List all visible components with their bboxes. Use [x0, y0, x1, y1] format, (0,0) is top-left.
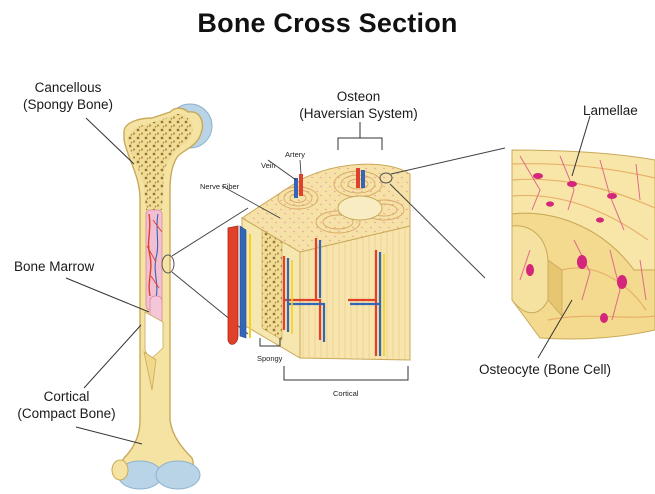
- osteon-bracket: [338, 122, 382, 150]
- femur-bone: [112, 104, 212, 489]
- cortical-block: [222, 160, 410, 360]
- lamellae-panel: [512, 116, 655, 358]
- cortical-bracket: [284, 366, 408, 380]
- bone-marrow-cavity: [146, 210, 162, 310]
